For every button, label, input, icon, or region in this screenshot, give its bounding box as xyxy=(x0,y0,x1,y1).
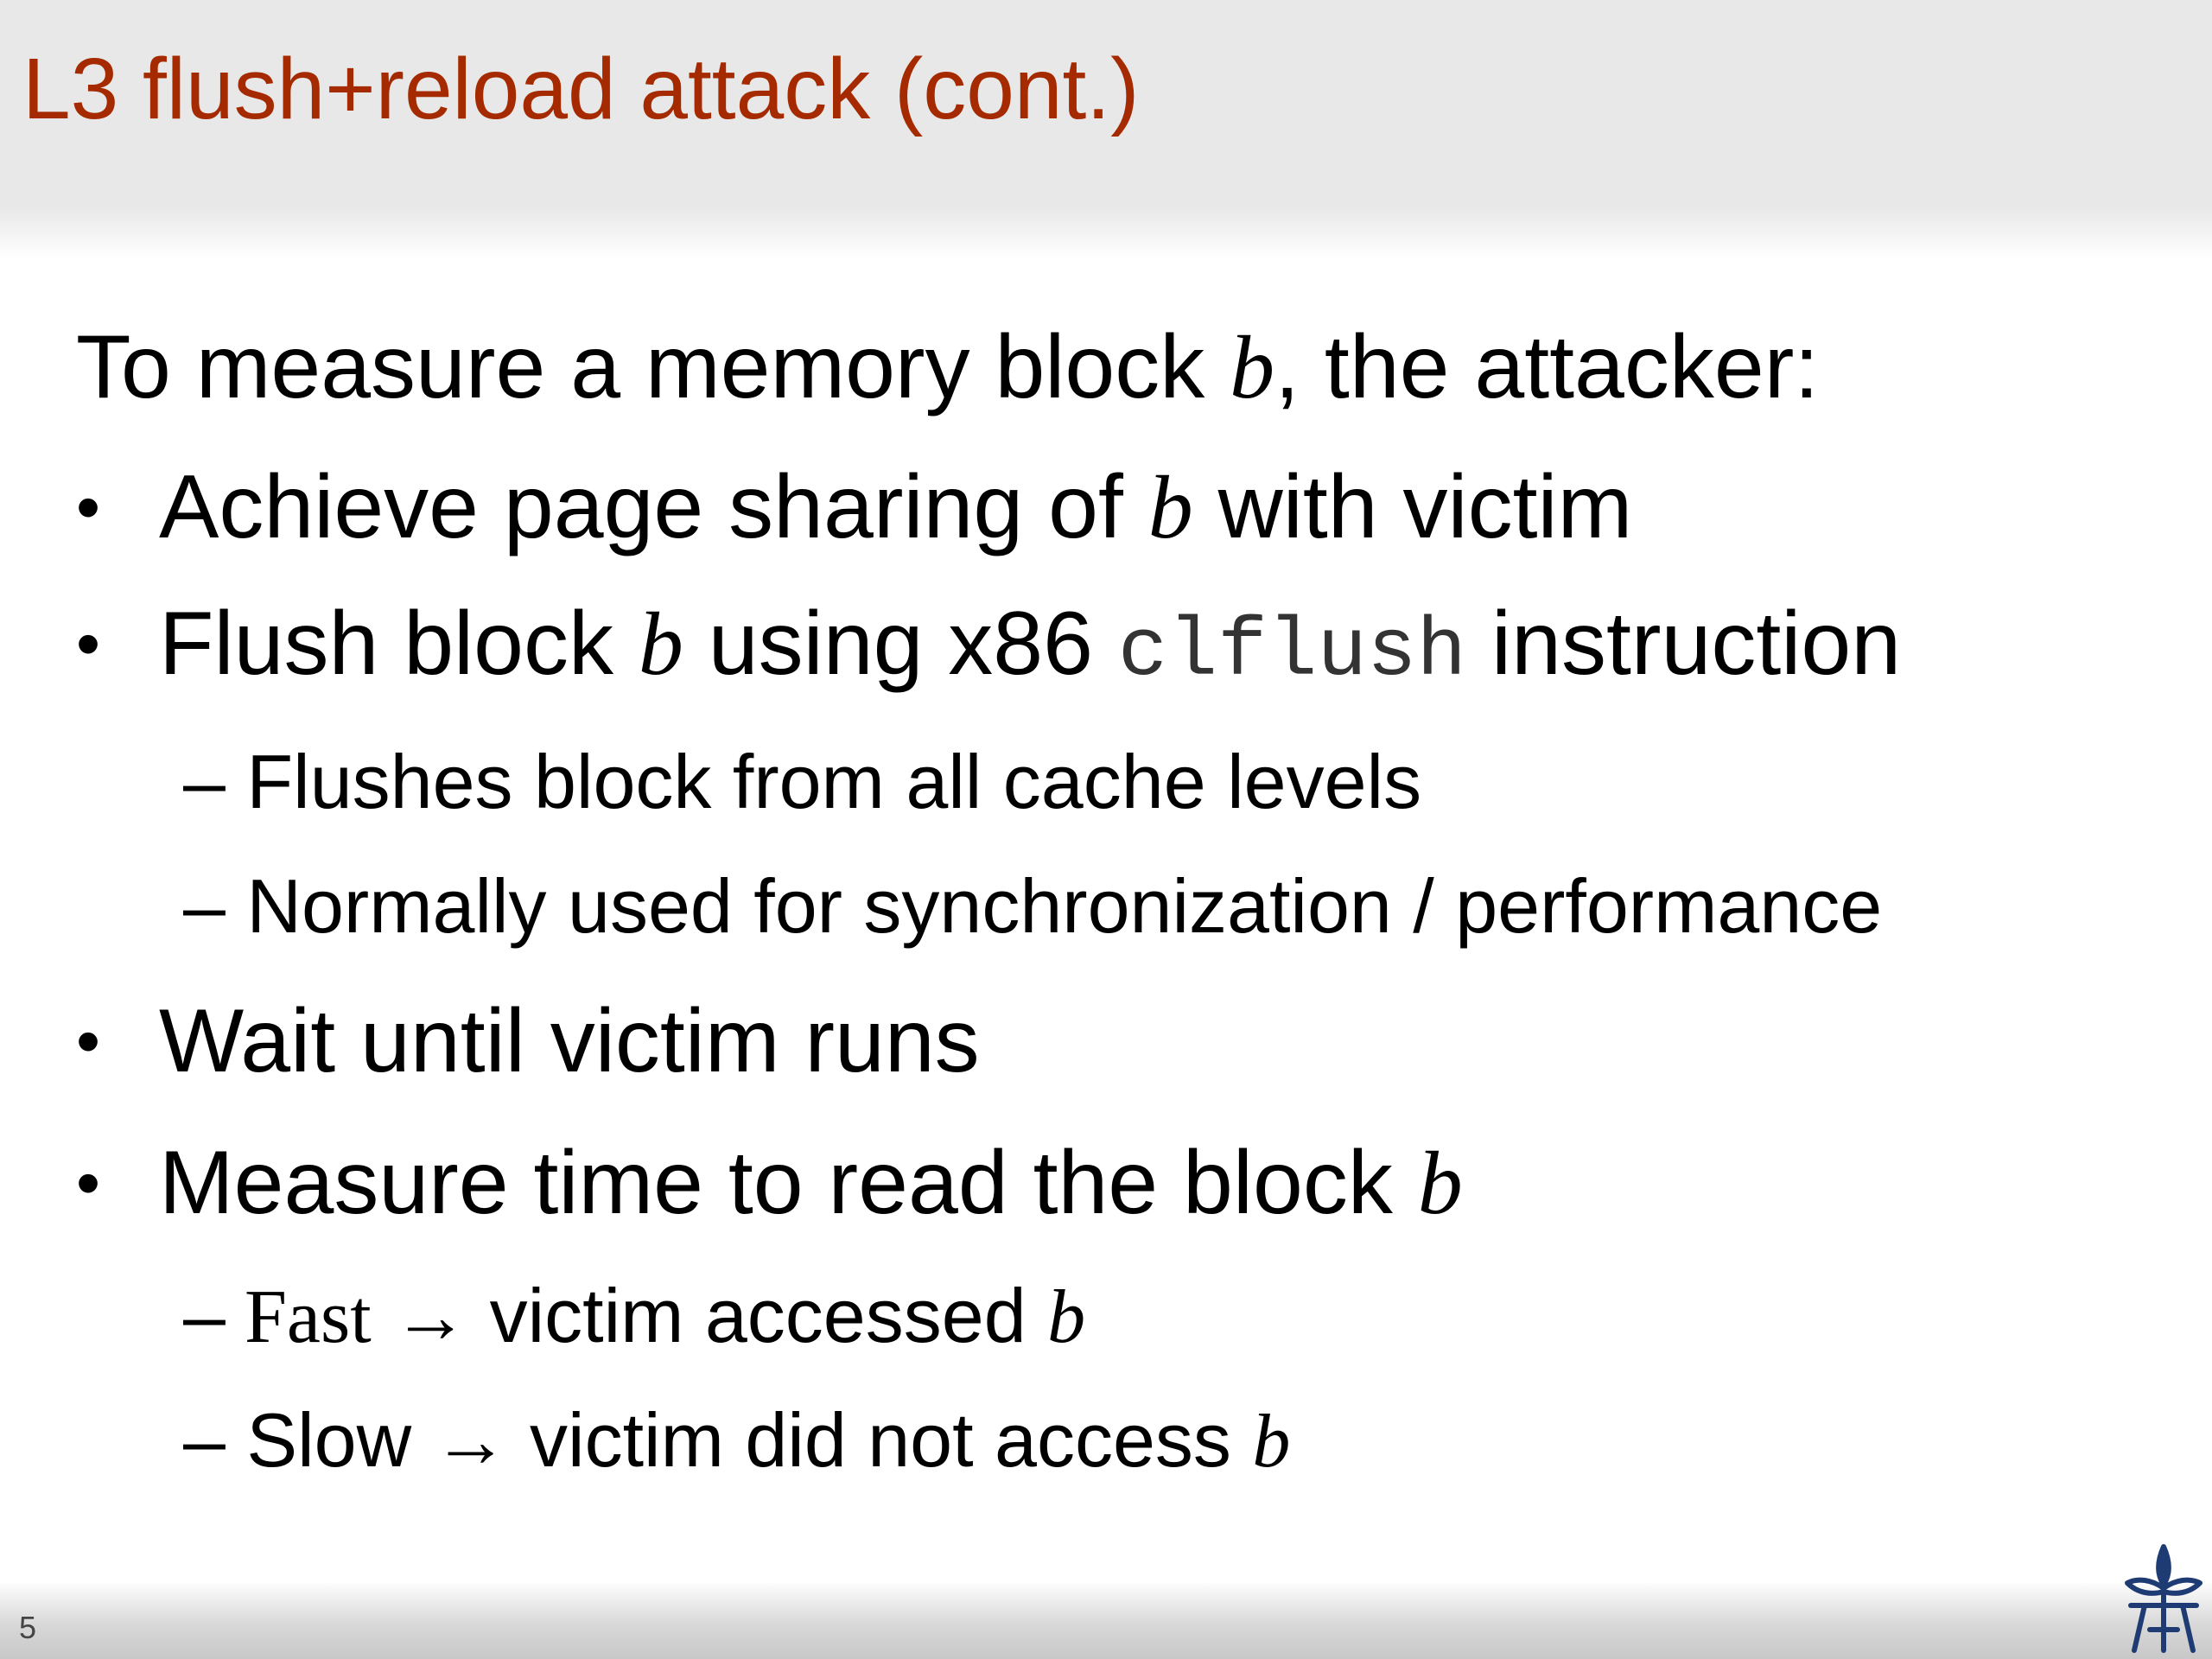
sub-item-marker: – xyxy=(183,739,226,824)
code-clflush: clflush xyxy=(1117,605,1467,699)
intro-line: To measure a memory block b, the attacke… xyxy=(76,311,1819,424)
sub-item-fast: – Fast → victim accessed b xyxy=(183,1268,1085,1365)
bullet-variable: b xyxy=(1417,1134,1463,1233)
bullet-text: using x86 xyxy=(683,594,1118,694)
bullet-marker: • xyxy=(76,605,101,682)
bullet-item-measure-time: Measure time to read the block b xyxy=(159,1127,1463,1240)
bullet-marker: • xyxy=(76,1002,101,1079)
footer-band xyxy=(0,1581,2212,1659)
sub-item-text: Normally used for synchronization / perf… xyxy=(225,863,1883,949)
title-band: L3 flush+reload attack (cont.) xyxy=(0,0,2212,259)
bullet-item-flush-block: Flush block b using x86 clflush instruct… xyxy=(159,588,1901,709)
university-logo-icon xyxy=(2125,1544,2202,1653)
sub-item-marker: – xyxy=(183,1397,226,1483)
intro-text-before: To measure a memory block xyxy=(76,317,1230,417)
sub-item-marker: – xyxy=(183,863,226,949)
bullet-marker: • xyxy=(76,1144,101,1221)
bullet-text: instruction xyxy=(1466,594,1902,694)
intro-text-after: , the attacker: xyxy=(1274,317,1820,417)
bullet-text: Achieve page sharing of xyxy=(159,457,1148,557)
page-number: 5 xyxy=(19,1610,37,1645)
sub-item-marker: – xyxy=(183,1273,226,1358)
bullet-marker: • xyxy=(76,468,101,545)
bullet-text: Measure time to read the block xyxy=(159,1133,1418,1233)
arrow-right-icon: → xyxy=(371,1273,490,1358)
sub-item-flushes-all-levels: – Flushes block from all cache levels xyxy=(183,734,1421,830)
bullet-item-page-sharing: Achieve page sharing of b with victim xyxy=(159,451,1632,564)
bullet-variable: b xyxy=(1147,458,1193,557)
sub-item-text: victim accessed xyxy=(489,1273,1048,1358)
bullet-variable: b xyxy=(638,594,683,694)
bullet-text: with victim xyxy=(1192,457,1633,557)
sub-item-slow: – Slow → victim did not access b xyxy=(183,1393,1290,1490)
bullet-item-wait: Wait until victim runs xyxy=(159,991,980,1091)
arrow-right-icon: → xyxy=(411,1397,531,1483)
bullet-text: Flush block xyxy=(159,594,639,694)
sub-item-normally-used: – Normally used for synchronization / pe… xyxy=(183,859,1882,954)
sub-item-word: Slow xyxy=(225,1397,412,1483)
sub-item-text: Flushes block from all cache levels xyxy=(225,739,1422,824)
intro-variable: b xyxy=(1230,318,1275,417)
sub-item-text: victim did not access xyxy=(530,1397,1253,1483)
sub-item-variable: b xyxy=(1252,1400,1291,1484)
sub-item-variable: b xyxy=(1047,1275,1086,1359)
slide-title: L3 flush+reload attack (cont.) xyxy=(22,41,1140,137)
sub-item-word: Fast xyxy=(225,1275,372,1359)
